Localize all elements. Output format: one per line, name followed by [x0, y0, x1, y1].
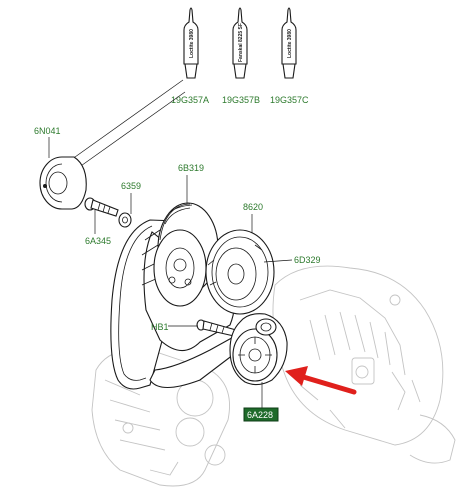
label-washer: 6359 [121, 181, 141, 191]
tensioner-highlight-box [243, 407, 279, 422]
tube-a-text: Loctite 3980 [189, 29, 195, 58]
label-belt: 8620 [243, 202, 263, 212]
tube-a-code: 19G357A [171, 95, 209, 105]
tube-c-code: 19G357C [270, 95, 309, 105]
label-bolt: 6A345 [85, 236, 111, 246]
label-seal: 6N041 [34, 126, 61, 136]
tube-b-text: Fanskal 8225 SF [238, 23, 244, 62]
leader-damper [263, 259, 293, 263]
washer [118, 212, 132, 228]
sealant-tube-c: Loctite 3980 [281, 7, 297, 79]
label-crank-pulley: 6B319 [178, 163, 204, 173]
label-damper: 6D329 [294, 255, 321, 265]
label-bolt-hb: HB1 [151, 322, 169, 332]
tube-b-code: 19G357B [222, 95, 260, 105]
label-tensioner: 6A228 [247, 410, 273, 420]
tube-c-text: Loctite 3980 [287, 29, 293, 58]
alternator-outline [272, 265, 456, 464]
damper-pulley [205, 229, 275, 315]
pointer-arrow [285, 366, 357, 395]
sealant-tube-a: Loctite 3980 [183, 7, 199, 79]
seal-leader-1 [67, 79, 184, 163]
crank-bolt [84, 197, 119, 217]
belt-tensioner [229, 313, 288, 386]
crankshaft-seal [39, 156, 87, 210]
seal-leader-2 [77, 91, 186, 169]
sealant-tube-b: Fanskal 8225 SF [232, 7, 248, 79]
crank-pulley [153, 202, 219, 307]
